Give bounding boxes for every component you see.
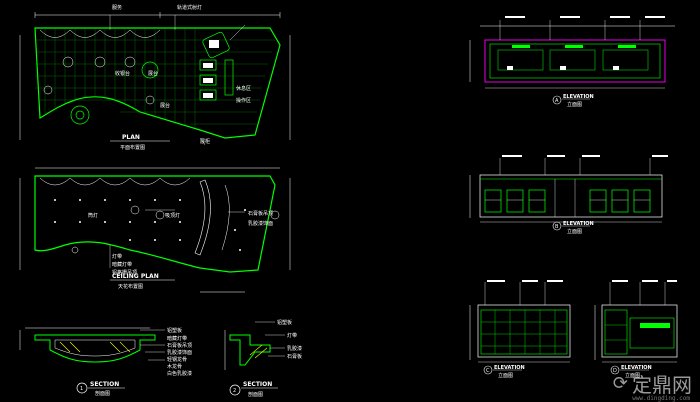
section-2-subtitle: 剖面图 [248,391,263,398]
elevation-d-drawing: D ELEVATION 立面图 [594,280,678,379]
ceiling-plan: 筒灯 吸顶灯 灯带 暗藏灯带 铝格栅吊顶 石膏板吊顶 乳胶漆饰面 CEILING… [19,167,291,293]
section-1-subtitle: 剖面图 [95,390,110,397]
plan-annotation: 操作区 [236,97,251,104]
elevation-a-title: ELEVATION [563,94,594,100]
ceiling-annotation: 筒灯 [88,212,98,219]
watermark-brand: 定鼎网 [632,373,692,397]
elevation-b-drawing: B ELEVATION 立面图 [469,155,668,235]
section-2-annotation: 石膏板 [287,353,302,360]
elevation-b-title: ELEVATION [563,221,594,227]
section-1-drawing: 铝塑板 暗藏灯带 石膏板吊顶 乳胶漆饰面 轻钢龙骨 木龙骨 白色乳胶漆 1 SE… [19,327,192,397]
elevation-a-drawing: A ELEVATION 立面图 [469,16,675,108]
elevation-c-drawing: C ELEVATION 立面图 [469,280,571,379]
elevation-d-title: ELEVATION [621,365,652,371]
floor-plan: 服务 轨道式射灯 收银台 展台 休息区 操作区 展台 展柜 PLAN 平面布置图 [19,4,291,151]
ceiling-plan-title: CEILING PLAN [112,273,159,280]
section-1-annotation: 铝塑板 [167,327,182,334]
ceiling-annotation: 灯带 [112,253,122,260]
section-1-annotation: 暗藏灯带 [167,335,187,342]
elevation-c-title: ELEVATION [494,365,525,371]
elevation-a-subtitle: 立面图 [567,101,582,108]
elevation-d-number: D [613,368,617,374]
plan-subtitle: 平面布置图 [120,144,145,151]
plan-title: PLAN [122,134,140,141]
plan-annotation: 收银台 [115,70,130,77]
ceiling-annotation: 乳胶漆饰面 [248,220,273,227]
section-1-number: 1 [80,386,83,392]
section-2-title: SECTION [243,381,272,388]
elevation-c-number: C [486,368,490,374]
watermark: ⟳ 定鼎网 [613,369,692,398]
section-1-annotation: 乳胶漆饰面 [167,349,192,356]
ceiling-annotation: 吸顶灯 [165,212,180,219]
ceiling-plan-subtitle: 天花布置图 [118,283,143,290]
elevation-c-subtitle: 立面图 [498,372,513,379]
elevation-a-number: A [555,98,559,104]
section-2-number: 2 [233,388,236,394]
section-2-annotation: 灯带 [287,332,297,339]
plan-annotation: 服务 [112,4,122,11]
plan-annotation: 展柜 [200,138,210,145]
ceiling-annotation: 石膏板吊顶 [248,210,273,217]
section-1-annotation: 木龙骨 [167,363,182,370]
section-1-annotation: 石膏板吊顶 [167,342,192,349]
elevation-d-subtitle: 立面图 [625,372,640,379]
ceiling-annotation: 铝格栅吊顶 [112,269,137,276]
elevation-b-subtitle: 立面图 [567,228,582,235]
section-1-title: SECTION [90,381,119,388]
watermark-logo-icon: ⟳ [612,373,628,394]
plan-annotation: 展台 [148,70,158,77]
section-1-annotation: 白色乳胶漆 [167,370,192,377]
plan-annotation: 展台 [160,102,170,109]
section-2-drawing: 铝塑板 灯带 乳胶漆 石膏板 2 SECTION 剖面图 [224,319,302,398]
watermark-url: www.dingding.com [632,395,690,402]
section-2-annotation: 铝塑板 [277,319,292,326]
ceiling-annotation: 暗藏灯带 [112,261,132,268]
plan-annotation: 休息区 [236,85,251,92]
plan-annotation: 轨道式射灯 [177,4,202,11]
elevation-b-number: B [555,224,559,230]
section-2-annotation: 乳胶漆 [287,345,302,352]
section-1-annotation: 轻钢龙骨 [167,356,187,363]
